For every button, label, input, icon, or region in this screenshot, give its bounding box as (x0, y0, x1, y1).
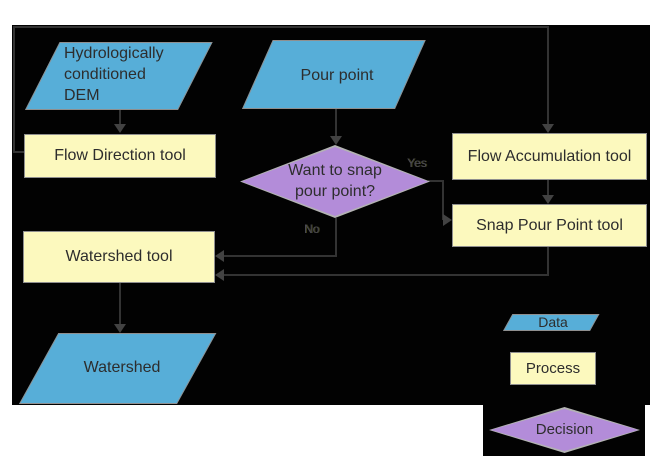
node-snap-pour-point-shape (452, 204, 647, 247)
connector-loop-top-horizontal (13, 26, 549, 28)
connector-snap-watershedtool-vertical (547, 247, 549, 276)
connector-no-horizontal (224, 255, 337, 257)
connector-flowaccumulation-snap (547, 180, 549, 196)
connector-dem-flowdirection (119, 110, 121, 126)
connector-snap-watershedtool-horizontal (224, 274, 549, 276)
connector-no-vertical (335, 218, 337, 257)
arrowhead-right-icon (443, 214, 452, 226)
edge-label-yes: Yes (407, 156, 427, 170)
connector-loop-left-vertical (13, 26, 15, 153)
node-snap-pour-point-label: Snap Pour Point tool (476, 217, 623, 234)
node-watershed-tool-label: Watershed tool (65, 248, 173, 265)
node-decision-label: Want to snap pour point? (288, 162, 382, 200)
arrowhead-left-icon (215, 250, 224, 262)
node-watershed-tool-shape (23, 231, 215, 283)
node-flow-direction-shape (24, 134, 216, 178)
arrowhead-down-icon (114, 124, 126, 133)
arrowhead-down-icon (114, 324, 126, 333)
legend-data-label: Data (538, 314, 568, 330)
arrowhead-left-icon (215, 269, 224, 281)
legend-process-label: Process (525, 360, 581, 377)
arrowhead-down-icon (542, 124, 554, 133)
connector-loop-right-vertical (547, 26, 549, 125)
edge-label-no: No (304, 222, 320, 236)
legend-process-shape (510, 352, 596, 385)
arrowhead-down-icon (330, 136, 342, 145)
connector-yes-horizontal (428, 180, 444, 182)
node-flow-accumulation-label: Flow Accumulation tool (467, 148, 632, 165)
node-watershed-label: Watershed (83, 359, 161, 376)
node-pour-point-label: Pour point (300, 67, 374, 84)
connector-watershedtool-watershed (119, 283, 121, 325)
node-flow-direction-label: Flow Direction tool (54, 147, 186, 164)
connector-yes-vertical (442, 180, 444, 220)
connector-pourpoint-decision (335, 109, 337, 137)
legend-decision-label: Decision (535, 421, 594, 438)
node-dem-label: Hydrologically conditioned DEM (64, 45, 164, 104)
node-flow-accumulation-shape (452, 133, 647, 180)
arrowhead-down-icon (542, 195, 554, 204)
connector-flowdirection-loop-stub (14, 151, 24, 153)
